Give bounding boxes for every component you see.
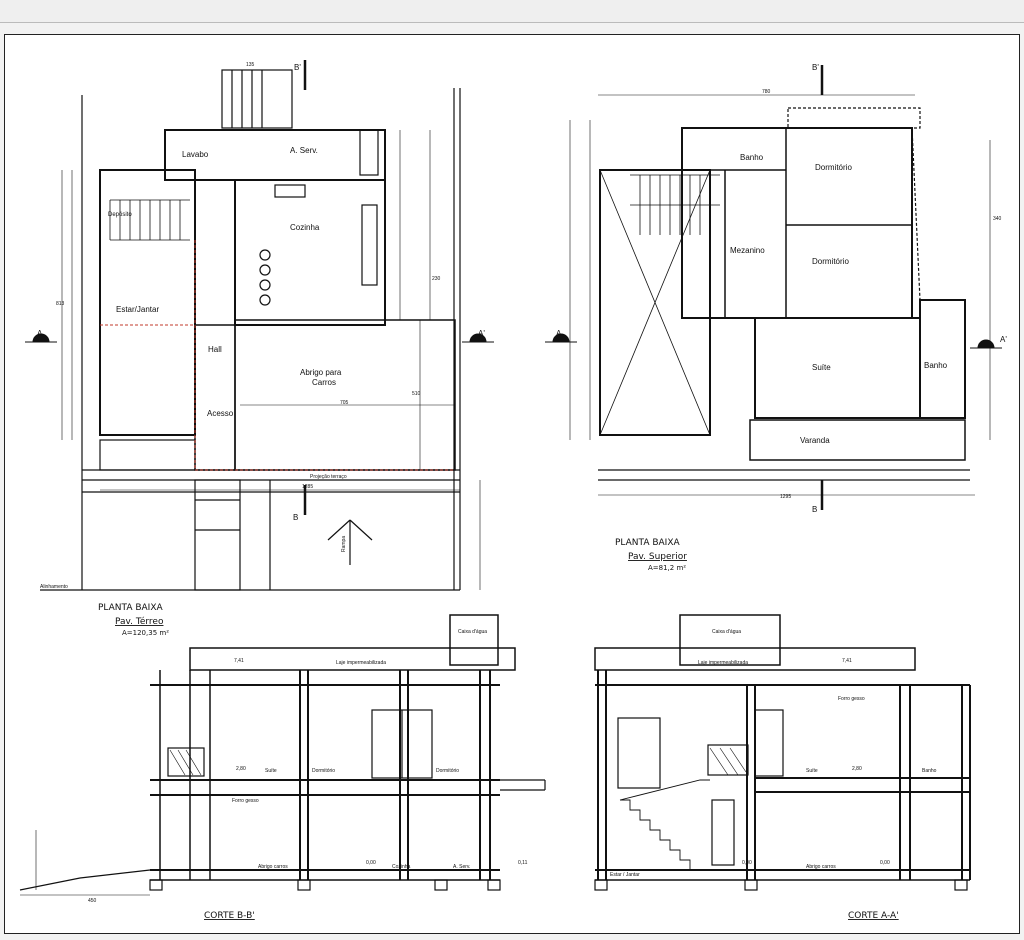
sec-b-suite: Suíte — [265, 768, 277, 774]
marker-a-upper: A — [556, 329, 562, 338]
note-projecao: Projeção terraço — [310, 474, 347, 480]
title-ground-sub: Pav. Térreo — [115, 616, 164, 627]
sec-a-abrigo: Abrigo carros — [806, 864, 836, 870]
marker-b-upper: B — [812, 505, 817, 514]
title-ground: PLANTA BAIXA Pav. Térreo A=120,35 m² — [98, 603, 169, 637]
level-000-a2: 0,00 — [742, 860, 752, 866]
title-corte-a: CORTE A-A' — [848, 911, 899, 921]
room-acesso: Acesso — [207, 409, 234, 418]
upper-floor-plan — [569, 94, 991, 496]
room-varanda: Varanda — [800, 436, 830, 445]
marker-b-prime-upper: B' — [812, 63, 819, 72]
room-deposito: Depósito — [108, 212, 132, 218]
ground-floor-plan — [40, 69, 481, 591]
sec-a-suite: Suíte — [806, 768, 818, 774]
marker-b-ground: B — [293, 513, 298, 522]
dim-upper-right: 340 — [993, 216, 1002, 222]
level-741-b: 7,41 — [234, 658, 244, 664]
dim-garage-w: 705 — [340, 400, 349, 406]
dim-corte-b-base: 450 — [88, 898, 97, 904]
drawing-sheet — [4, 34, 1020, 934]
room-abrigo: Abrigo para — [300, 368, 342, 377]
room-hall: Hall — [208, 345, 222, 354]
dim-upper-total: 1295 — [780, 494, 791, 500]
note-alinhamento: Alinhamento — [40, 584, 68, 590]
room-suite: Suíte — [812, 363, 831, 372]
room-dormitorio-1: Dormitório — [815, 163, 852, 172]
room-estar-jantar: Estar/Jantar — [116, 305, 159, 314]
marker-b-prime-ground: B' — [294, 63, 301, 72]
room-lavabo: Lavabo — [182, 150, 209, 159]
dim-ground-total: 1285 — [302, 484, 313, 490]
title-ground-main: PLANTA BAIXA — [98, 603, 164, 613]
room-mezanino: Mezanino — [730, 246, 765, 255]
sec-b-cozinha: Cozinha — [392, 864, 411, 870]
sec-a-forro: Forro gesso — [838, 696, 865, 702]
dim-ground-side: 813 — [56, 301, 65, 307]
dim-garage-h: 510 — [412, 391, 421, 397]
title-upper-main: PLANTA BAIXA — [615, 538, 681, 548]
sec-b-laje: Laje impermeabilizada — [336, 660, 386, 666]
room-dormitorio-2: Dormitório — [812, 257, 849, 266]
sec-b-caixa: Caixa d'água — [458, 629, 487, 635]
title-corte-b: CORTE B-B' — [204, 911, 255, 921]
sec-b-forro: Forro gesso — [232, 798, 259, 804]
room-cozinha: Cozinha — [290, 223, 320, 232]
level-280-b: 2,80 — [236, 766, 246, 772]
level-011-b: 0,11 — [518, 860, 528, 866]
level-000-a: 0,00 — [880, 860, 890, 866]
dim-upper-top: 780 — [762, 89, 771, 95]
sec-b-aserv: A. Serv. — [453, 864, 470, 870]
note-rampa: Rampa — [341, 536, 347, 552]
sec-a-banho: Banho — [922, 768, 937, 774]
sec-b-dorm-2: Dormitório — [436, 768, 459, 774]
room-banho-2: Banho — [924, 361, 948, 370]
sec-a-estar: Estar / Jantar — [610, 872, 640, 878]
dim-ground-top: 135 — [246, 62, 255, 68]
marker-a-prime-upper: A' — [1000, 335, 1007, 344]
marker-a-left: A — [37, 329, 43, 338]
sec-b-abrigo: Abrigo carros — [258, 864, 288, 870]
marker-a-prime-right: A' — [478, 329, 485, 338]
section-markers — [25, 60, 1002, 515]
sec-a-caixa: Caixa d'água — [712, 629, 741, 635]
title-upper: PLANTA BAIXA Pav. Superior A=81,2 m² — [615, 538, 687, 572]
title-ground-area: A=120,35 m² — [122, 629, 169, 637]
window-top-bar — [0, 0, 1024, 23]
room-banho-1: Banho — [740, 153, 764, 162]
sec-b-dorm: Dormitório — [312, 768, 335, 774]
room-a-serv: A. Serv. — [290, 146, 318, 155]
title-upper-sub: Pav. Superior — [628, 552, 687, 562]
level-280-a: 2,80 — [852, 766, 862, 772]
sec-a-laje: Laje impermeabilizada — [698, 660, 748, 666]
section-a — [594, 614, 971, 891]
level-000-b: 0,00 — [366, 860, 376, 866]
dim-ground-right: 230 — [432, 276, 441, 282]
section-b — [19, 614, 546, 896]
title-upper-area: A=81,2 m² — [648, 564, 686, 572]
level-741-a: 7,41 — [842, 658, 852, 664]
room-abrigo-2: Carros — [312, 378, 336, 387]
